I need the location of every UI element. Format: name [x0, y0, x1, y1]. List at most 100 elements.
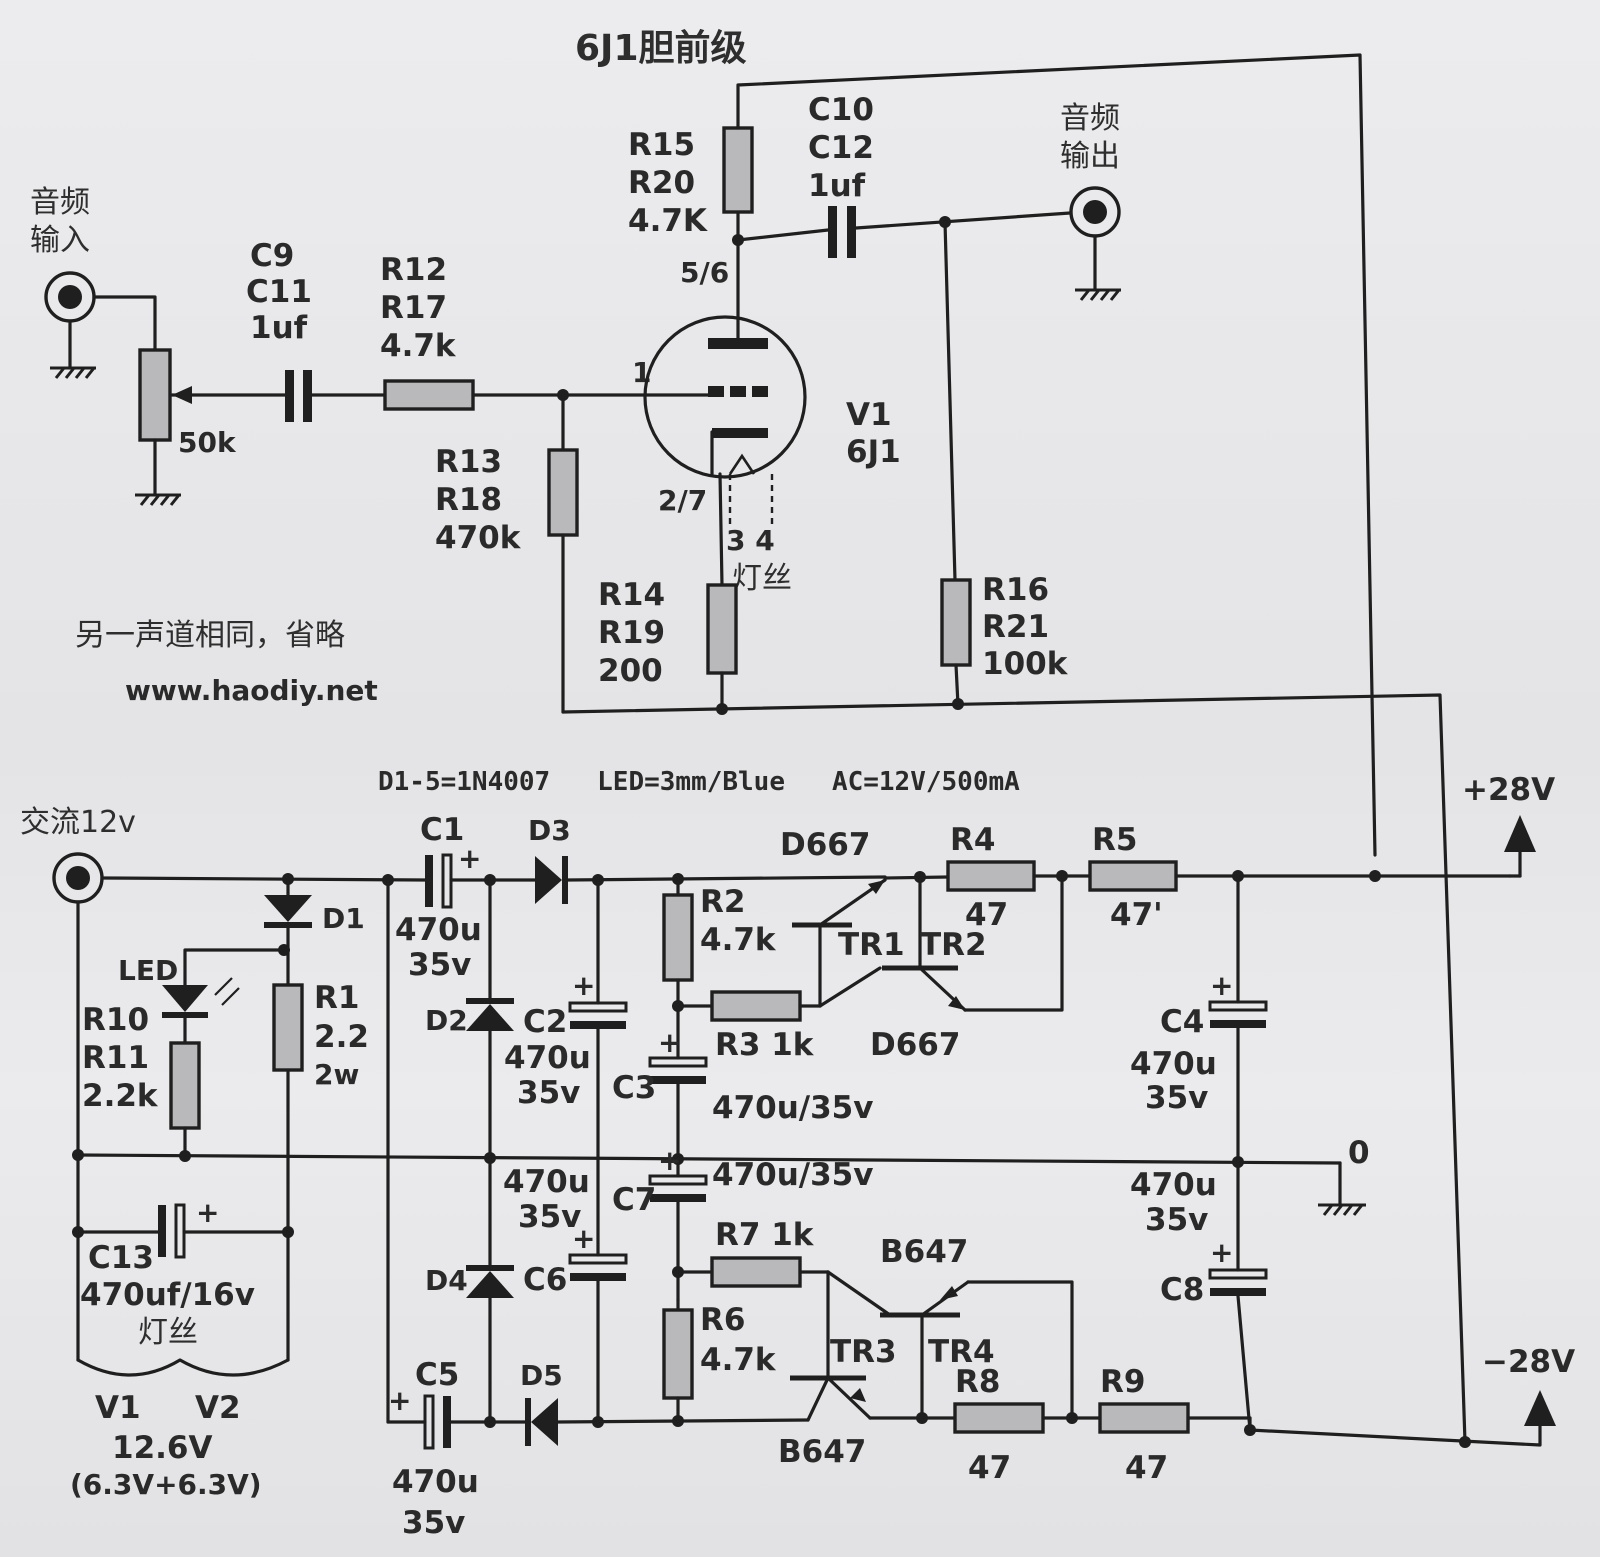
r10-label: R10 — [82, 1002, 149, 1038]
c8-voltage: 35v — [1145, 1202, 1208, 1238]
r3-label: R3 1k — [715, 1027, 815, 1063]
note-website: www.haodiy.net — [125, 674, 378, 707]
diode-d2 — [466, 1004, 514, 1031]
r8-value: 47 — [968, 1450, 1011, 1486]
diode-d1 — [264, 895, 312, 922]
r12-label: R12 — [380, 252, 447, 288]
audio-output-jack[interactable] — [1069, 186, 1121, 238]
c7-plus: + — [658, 1144, 681, 1177]
c13-heater-label: 灯丝 — [138, 1315, 198, 1350]
d1-label: D1 — [322, 902, 365, 935]
c3-plus: + — [658, 1026, 681, 1059]
c9-label: C9 — [250, 238, 294, 274]
c1-value: 470u — [395, 912, 482, 948]
resistor-r10 — [169, 1041, 201, 1130]
resistor-r1 — [272, 983, 304, 1072]
r16-value: 100k — [982, 646, 1069, 682]
resistor-r16 — [940, 578, 972, 667]
ac-input-jack[interactable] — [52, 852, 104, 904]
c13-label: C13 — [88, 1240, 154, 1276]
d4-label: D4 — [425, 1264, 468, 1297]
b647-bot-label: B647 — [778, 1434, 866, 1470]
b647-top-label: B647 — [880, 1234, 968, 1270]
c2-value: 470u — [504, 1040, 591, 1076]
tr1-label: TR1 — [838, 927, 905, 963]
pin-heater: 3 4 — [726, 524, 775, 557]
r12-value: 4.7k — [380, 328, 457, 364]
c1-voltage: 35v — [408, 947, 471, 983]
input-label-2: 输入 — [30, 223, 90, 258]
led-indicator — [162, 985, 208, 1012]
pin-plate: 5/6 — [680, 256, 729, 289]
r1-label: R1 — [314, 980, 359, 1016]
pos-rail-label: +28V — [1462, 772, 1555, 808]
d667-top-label: D667 — [780, 827, 870, 863]
c6-plus: + — [572, 1222, 595, 1255]
r8-label: R8 — [955, 1364, 1000, 1400]
r13-value: 470k — [435, 520, 522, 556]
output-jack-ground-icon — [1075, 288, 1121, 301]
input-label-1: 音频 — [30, 185, 90, 220]
d2-label: D2 — [425, 1004, 468, 1037]
r5-label: R5 — [1092, 822, 1137, 858]
r18-label: R18 — [435, 482, 502, 518]
r15-label: R15 — [628, 127, 695, 163]
r9-value: 47 — [1125, 1450, 1168, 1486]
c13-value: 470uf/16v — [80, 1277, 255, 1313]
c4-value: 470u — [1130, 1046, 1217, 1082]
ac-input-label: 交流12v — [20, 805, 136, 840]
resistor-r5 — [1088, 860, 1178, 892]
r21-label: R21 — [982, 609, 1049, 645]
r17-label: R17 — [380, 290, 447, 326]
diode-d3 — [535, 856, 562, 904]
c6-voltage: 35v — [518, 1199, 581, 1235]
r2-value: 4.7k — [700, 922, 777, 958]
resistor-r7 — [710, 1256, 802, 1288]
c10-label: C10 — [808, 92, 874, 128]
r1-power: 2w — [314, 1058, 359, 1091]
d5-label: D5 — [520, 1359, 563, 1392]
pot-ground-icon — [135, 493, 181, 506]
audio-input-jack[interactable] — [44, 271, 96, 323]
c7-value: 470u/35v — [712, 1157, 873, 1193]
resistor-r3 — [710, 990, 802, 1022]
c4-voltage: 35v — [1145, 1080, 1208, 1116]
r6-label: R6 — [700, 1302, 745, 1338]
r2-label: R2 — [700, 884, 745, 920]
heater-voltage: 12.6V — [112, 1430, 212, 1466]
c5-plus: + — [388, 1384, 411, 1417]
tube-ref: V1 — [846, 397, 892, 433]
c3-value: 470u/35v — [712, 1090, 873, 1126]
volume-potentiometer[interactable] — [138, 348, 172, 442]
spec-line: D1-5=1N4007 LED=3mm/Blue AC=12V/500mA — [378, 767, 1020, 797]
d667-bot-label: D667 — [870, 1027, 960, 1063]
c5-value: 470u — [392, 1464, 479, 1500]
tr2-label: TR2 — [920, 927, 987, 963]
r4-label: R4 — [950, 822, 995, 858]
r11-label: R11 — [82, 1040, 149, 1076]
tube-v1 — [643, 315, 807, 479]
pot-wiper-arrow-icon — [172, 386, 192, 404]
c12-label: C12 — [808, 130, 874, 166]
r10-value: 2.2k — [82, 1078, 159, 1114]
resistor-r2 — [662, 893, 694, 982]
c5-voltage: 35v — [402, 1505, 465, 1541]
input-jack-ground-icon — [50, 366, 96, 379]
output-label-2: 输出 — [1060, 139, 1120, 174]
r5-value: 47' — [1110, 897, 1163, 933]
c1-plus: + — [458, 842, 481, 875]
c2-label: C2 — [523, 1004, 567, 1040]
zero-label: 0 — [1348, 1135, 1370, 1171]
resistor-r6 — [662, 1308, 694, 1400]
heater-v2: V2 — [195, 1390, 241, 1426]
c3-label: C3 — [612, 1070, 656, 1106]
resistor-r13 — [547, 448, 579, 537]
led-label: LED — [118, 954, 178, 987]
r9-label: R9 — [1100, 1364, 1145, 1400]
heater-sum: (6.3V+6.3V) — [70, 1468, 262, 1501]
r6-value: 4.7k — [700, 1342, 777, 1378]
pos-rail-arrow-icon — [1504, 815, 1536, 852]
r14-label: R14 — [598, 577, 665, 613]
resistor-r14 — [706, 583, 738, 675]
